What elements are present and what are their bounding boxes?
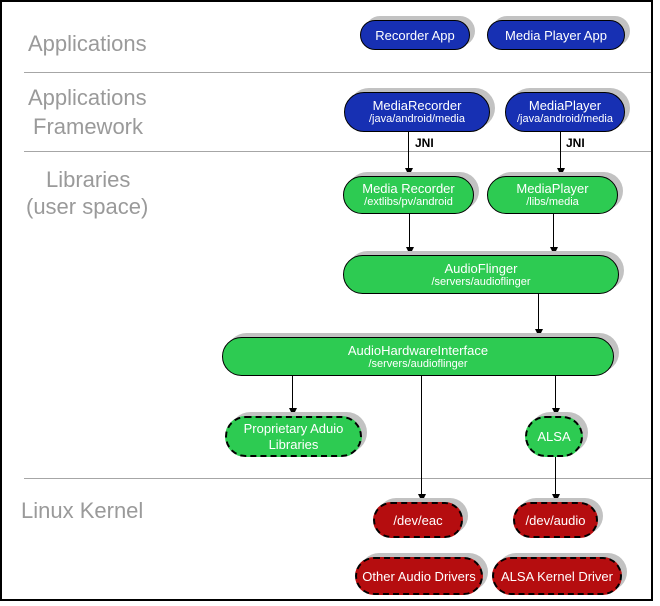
arrow-hwinterface-to-alsa <box>551 376 560 416</box>
arrow-mediarecorderlib-to-audioflinger <box>405 214 414 255</box>
arrow-mediaplayerlib-to-audioflinger <box>549 214 558 255</box>
node-recorder-app: Recorder App <box>360 20 470 50</box>
arrowhead-icon <box>551 494 560 502</box>
node-title: Media Recorder <box>362 181 455 196</box>
node-title: AudioFlinger <box>444 260 518 276</box>
node-title: Other Audio Drivers <box>362 568 476 584</box>
node-other-audio-drivers: Other Audio Drivers <box>355 557 483 595</box>
node-subtitle: /servers/audioflinger <box>368 357 468 370</box>
node-title: /dev/audio <box>525 512 586 528</box>
node-mediaplayer-lib: MediaPlayer /libs/media <box>487 176 618 214</box>
node-subtitle: /java/android/media <box>516 113 613 125</box>
divider-kernel <box>24 478 651 479</box>
node-mediaplayer-framework: MediaPlayer /java/android/media <box>505 92 625 132</box>
arrow-alsa-to-dev-audio <box>551 457 560 502</box>
arrowhead-icon <box>404 168 413 176</box>
node-subtitle: /servers/audioflinger <box>431 275 531 288</box>
divider-framework <box>24 151 651 152</box>
arrowhead-icon <box>556 168 565 176</box>
node-subtitle: /libs/media <box>526 196 579 208</box>
node-title: Proprietary Aduio Libraries <box>243 420 344 452</box>
section-label-libraries-line1: Libraries <box>46 167 131 192</box>
node-title: Media Player App <box>505 27 607 43</box>
divider-applications <box>24 72 651 73</box>
arrowhead-icon <box>549 247 558 255</box>
node-alsa: ALSA <box>525 416 583 457</box>
arrow-audioflinger-to-hwinterface <box>534 294 543 337</box>
section-label-framework-line1: Applications <box>28 85 147 110</box>
section-label-linux-kernel: Linux Kernel <box>21 498 144 523</box>
node-title: Recorder App <box>375 27 455 43</box>
arrowhead-icon <box>405 247 414 255</box>
arrow-mediarecorder-jni <box>404 132 413 176</box>
node-title: AudioHardwareInterface <box>347 342 489 358</box>
section-label-framework-line2: Framework <box>33 114 144 139</box>
node-dev-audio: /dev/audio <box>513 502 598 538</box>
jni-label-right: JNI <box>566 136 585 150</box>
node-proprietary-audio-libraries: Proprietary Aduio Libraries <box>225 416 362 457</box>
node-title: MediaPlayer <box>516 181 589 196</box>
arrowhead-icon <box>551 408 560 416</box>
arrow-hwinterface-to-dev-eac <box>417 376 426 502</box>
node-subtitle: /extlibs/pv/android <box>364 196 453 208</box>
node-title: /dev/eac <box>393 512 443 528</box>
arrow-mediaplayer-jni <box>556 132 565 176</box>
arrowhead-icon <box>417 494 426 502</box>
arrowhead-icon <box>288 408 297 416</box>
section-label-applications: Applications <box>28 31 147 56</box>
arrow-hwinterface-to-proprietary <box>288 376 297 416</box>
node-alsa-kernel-driver: ALSA Kernel Driver <box>492 557 622 595</box>
node-title: MediaPlayer <box>528 98 602 113</box>
section-label-libraries-line2: (user space) <box>26 194 149 219</box>
node-subtitle: /java/android/media <box>368 113 465 125</box>
jni-label-left: JNI <box>415 136 434 150</box>
node-media-recorder-lib: Media Recorder /extlibs/pv/android <box>343 176 474 214</box>
node-title: MediaRecorder <box>372 98 462 113</box>
node-mediarecorder-framework: MediaRecorder /java/android/media <box>344 92 490 132</box>
node-audioflinger: AudioFlinger /servers/audioflinger <box>343 255 619 294</box>
arrowhead-icon <box>534 329 543 337</box>
node-title: ALSA <box>537 429 571 444</box>
node-dev-eac: /dev/eac <box>373 502 463 538</box>
node-audiohardwareinterface: AudioHardwareInterface /servers/audiofli… <box>222 337 614 376</box>
node-media-player-app: Media Player App <box>487 20 625 50</box>
node-title: ALSA Kernel Driver <box>501 568 613 584</box>
